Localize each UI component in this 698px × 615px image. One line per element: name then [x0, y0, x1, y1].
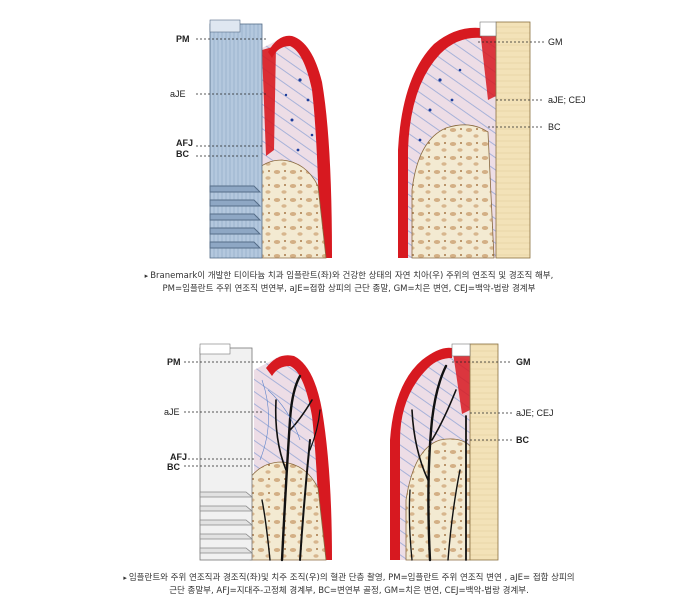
caption-line: 근단 종말부, AFJ=지대주-고정체 경계부, BC=변연부 골정, GM=치…: [169, 586, 529, 596]
label-pm: PM: [167, 357, 181, 367]
label-bc: BC: [176, 149, 189, 159]
figure2-caption: ▸임플란트와 주위 연조직과 경조직(좌)및 치주 조직(우)의 혈관 단층 촬…: [0, 572, 698, 598]
blood-vessels: [261, 374, 321, 562]
bullet-icon: ▸: [144, 272, 149, 280]
label-aje: aJE: [170, 89, 186, 99]
fig2-tooth-panel: [390, 343, 512, 562]
epithelium: [268, 35, 332, 258]
tooth-root: [469, 343, 499, 561]
caption-line: Branemark이 개발한 티이타늄 치과 임플란트(좌)와 건강한 상태의 …: [150, 271, 554, 281]
tooth-root: [495, 21, 531, 259]
fig1-left-labels: PM aJE AFJ BC: [170, 34, 193, 159]
label-afj: AFJ: [170, 452, 187, 462]
bullet-icon: ▸: [123, 574, 127, 582]
label-aje-cej: aJE; CEJ: [548, 95, 586, 105]
label-gm: GM: [548, 37, 563, 47]
alveolar-bone: [405, 438, 471, 561]
fig2-implant-panel: [184, 343, 332, 562]
fig1-tooth-panel: [398, 21, 544, 259]
alveolar-bone: [411, 124, 495, 259]
caption-line: 임플란트와 주위 연조직과 경조직(좌)및 치주 조직(우)의 혈관 단층 촬영…: [128, 573, 575, 583]
implant-body: [209, 23, 263, 259]
label-gm: GM: [516, 357, 531, 367]
label-bc: BC: [167, 462, 180, 472]
epithelium: [398, 27, 482, 258]
implant-threads: [209, 185, 262, 249]
label-bc: BC: [516, 435, 529, 445]
figure1-caption: ▸Branemark이 개발한 티이타늄 치과 임플란트(좌)와 건강한 상태의…: [0, 270, 698, 296]
implant-body: [199, 347, 253, 561]
label-aje-cej: aJE; CEJ: [516, 408, 554, 418]
caption-line: PM=임플란트 주위 연조직 변연부, aJE=접합 상피의 근단 종말, GM…: [162, 284, 536, 294]
label-pm: PM: [176, 34, 190, 44]
label-afj: AFJ: [176, 138, 193, 148]
epithelium: [390, 347, 452, 560]
fig1-right-labels: GM aJE; CEJ BC: [548, 37, 586, 132]
enamel: [451, 343, 471, 357]
label-aje: aJE: [164, 407, 180, 417]
fig2-left-labels: PM aJE AFJ BC: [164, 357, 187, 472]
epithelium: [266, 355, 332, 560]
enamel: [479, 21, 497, 37]
label-bc: BC: [548, 122, 561, 132]
alveolar-bone: [249, 461, 327, 561]
fig2-right-labels: GM aJE; CEJ BC: [516, 357, 554, 445]
fig1-implant-panel: [192, 19, 332, 260]
